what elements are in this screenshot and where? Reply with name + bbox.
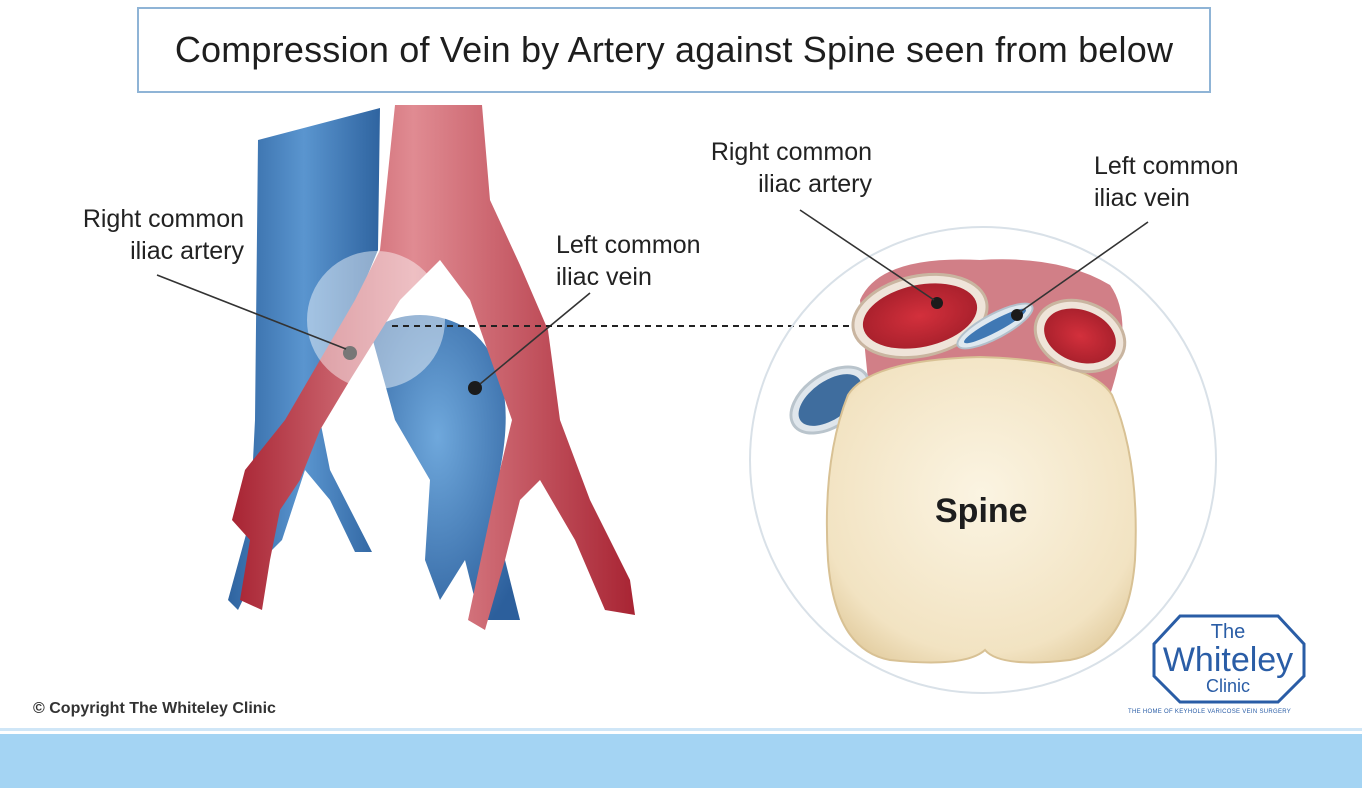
copyright-notice: © Copyright The Whiteley Clinic	[33, 700, 276, 717]
footer-bar	[0, 734, 1362, 788]
aorta	[232, 105, 635, 630]
compression-highlight	[307, 251, 445, 389]
right-vein-label: Left common iliac vein	[1094, 152, 1239, 212]
logo-badge	[1152, 614, 1306, 704]
spine-label: Spine	[935, 492, 1028, 530]
artery-marker	[343, 346, 357, 360]
spine-vertebra	[825, 355, 1137, 664]
logo: The Whiteley Clinic	[1162, 621, 1294, 696]
left-artery-label: Right common iliac artery	[82, 205, 244, 265]
left-vein-label: Left common iliac vein	[556, 231, 701, 291]
logo-tagline: THE HOME OF KEYHOLE VARICOSE VEIN SURGER…	[1128, 709, 1292, 715]
left-common-iliac-vein	[370, 315, 520, 620]
title-box: Compression of Vein by Artery against Sp…	[137, 7, 1211, 93]
diagram-title: Compression of Vein by Artery against Sp…	[174, 29, 1174, 70]
left-vessel-illustration	[156, 105, 635, 630]
cross-section-ring	[749, 226, 1217, 694]
vein-marker	[468, 381, 482, 395]
cross-section-illustration	[749, 209, 1217, 694]
footer-divider	[0, 728, 1362, 731]
right-artery-label: Right common iliac artery	[710, 138, 872, 198]
